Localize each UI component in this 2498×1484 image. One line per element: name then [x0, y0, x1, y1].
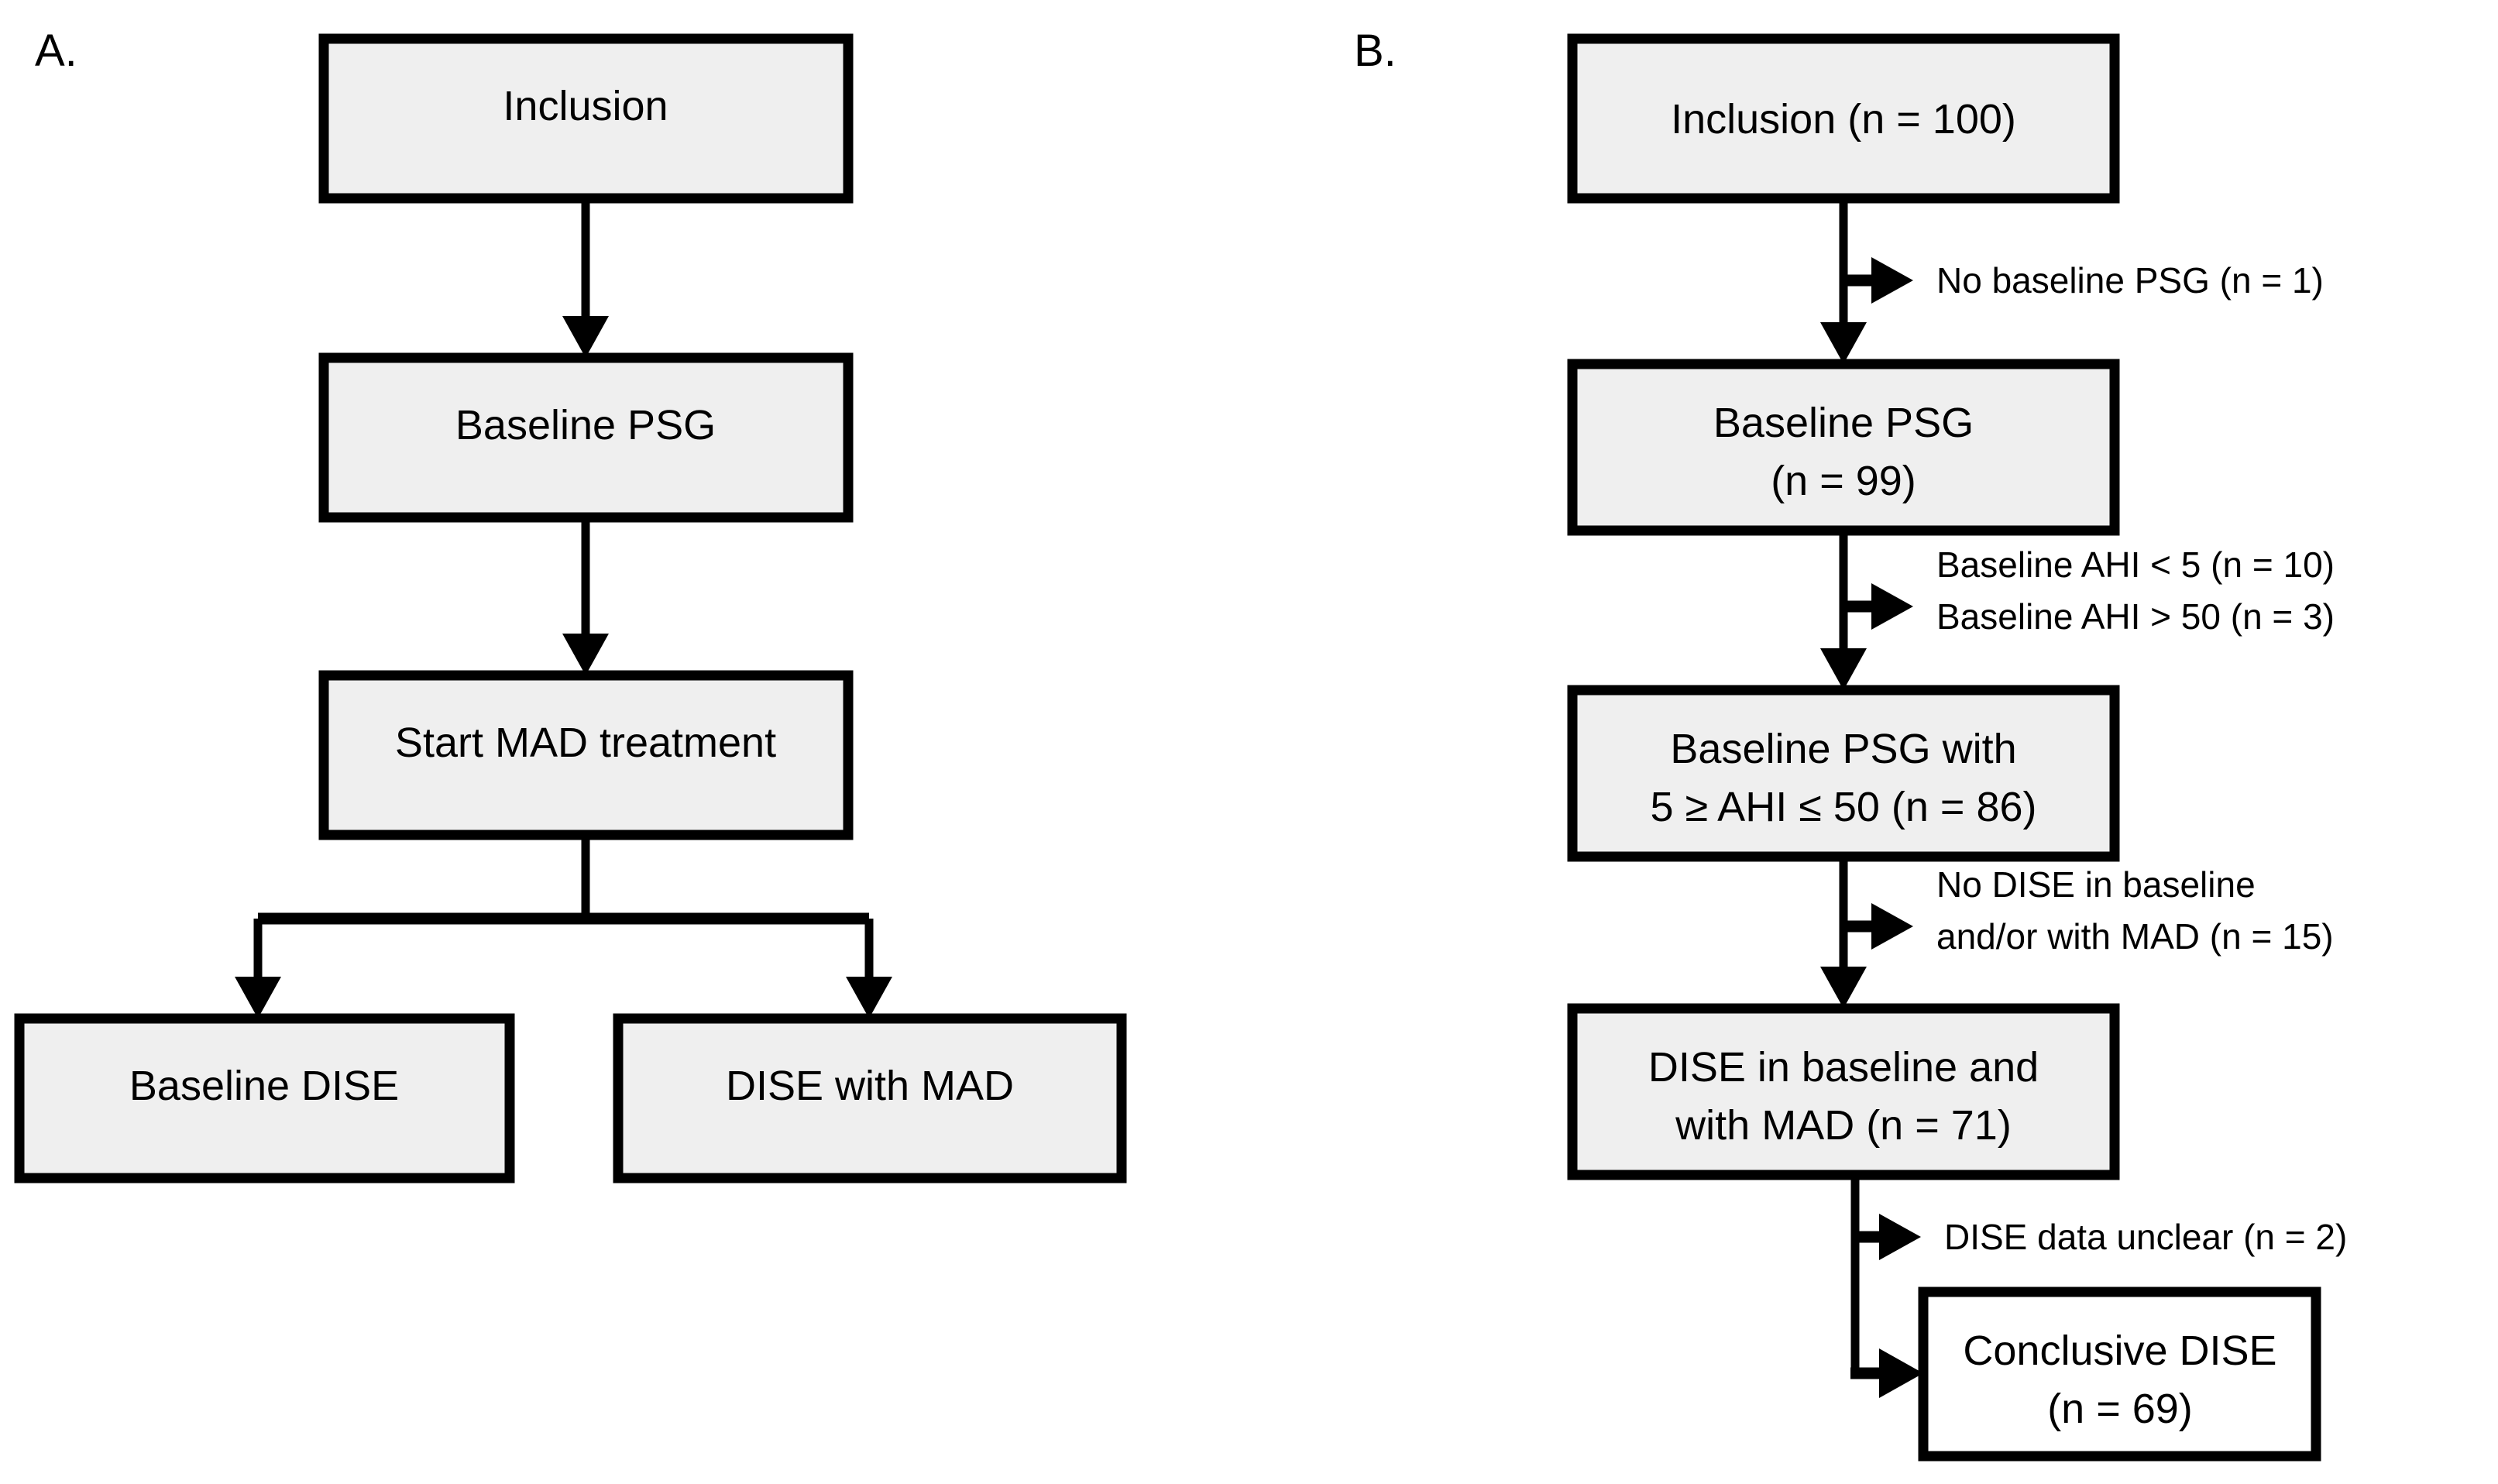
panel-b-box-inclusion [1567, 33, 2120, 204]
panel-b-box-conclusive-dise-line2: (n = 69) [2047, 1386, 2193, 1432]
panel-b-box-baseline-psg-ahi [1567, 685, 2120, 862]
panel-b-box-baseline-psg [1567, 359, 2120, 536]
panel-a-box-baseline-psg [318, 352, 854, 523]
panel-b-box-inclusion-line1: Inclusion (n = 100) [1671, 96, 2016, 143]
panel-a-box-baseline-dise-label: Baseline DISE [129, 1063, 399, 1109]
panel-a-box-dise-with-mad [613, 1013, 1127, 1183]
panel-a-connector-1 [562, 198, 609, 358]
panel-b-exclusion-ahi-low: Baseline AHI < 5 (n = 10) [1936, 544, 2335, 585]
panel-b-box-baseline-psg-line2: (n = 99) [1771, 458, 1916, 504]
panel-b-exclusion-no-dise-line2: and/or with MAD (n = 15) [1936, 916, 2334, 957]
panel-b-connector-2 [1820, 531, 1913, 690]
panel-a-box-dise-with-mad-label: DISE with MAD [726, 1063, 1014, 1109]
panel-b-connector-1 [1820, 198, 1913, 364]
panel-a-box-start-mad-treatment [318, 670, 854, 840]
panel-b-exclusion-no-dise-line1: No DISE in baseline [1936, 864, 2256, 905]
panel-a-box-baseline-dise [14, 1013, 515, 1183]
panel-b-box-dise-baseline-mad-line2: with MAD (n = 71) [1675, 1102, 2012, 1149]
panel-b-connector-4 [1850, 1175, 1923, 1398]
panel-b-box-baseline-psg-ahi-line2: 5 ≥ AHI ≤ 50 (n = 86) [1650, 784, 2036, 830]
panel-b-exclusion-dise-unclear: DISE data unclear (n = 2) [1944, 1217, 2347, 1257]
panel-b-exclusion-ahi-high: Baseline AHI > 50 (n = 3) [1936, 596, 2335, 637]
panel-b-box-conclusive-dise [1918, 1286, 2321, 1462]
panel-a-connector-2 [562, 517, 609, 675]
panel-b-connector-3 [1820, 857, 1913, 1008]
panel-b-box-dise-baseline-mad [1567, 1003, 2120, 1180]
panel-a-letter: A. [35, 26, 77, 76]
panel-a-box-inclusion-label: Inclusion [503, 83, 668, 129]
panel-b-box-dise-baseline-mad-line1: DISE in baseline and [1648, 1044, 2039, 1091]
panel-a-box-baseline-psg-label: Baseline PSG [455, 402, 716, 448]
panel-b-letter: B. [1354, 26, 1397, 76]
panel-b-box-baseline-psg-line1: Baseline PSG [1713, 400, 1974, 446]
panel-b-box-baseline-psg-ahi-line1: Baseline PSG with [1670, 726, 2016, 772]
panel-b-box-conclusive-dise-line1: Conclusive DISE [1963, 1328, 2276, 1374]
panel-a-split-connector [235, 835, 892, 1019]
panel-a-box-start-mad-treatment-label: Start MAD treatment [395, 720, 776, 766]
panel-b-exclusion-no-baseline-psg: No baseline PSG (n = 1) [1936, 260, 2324, 301]
